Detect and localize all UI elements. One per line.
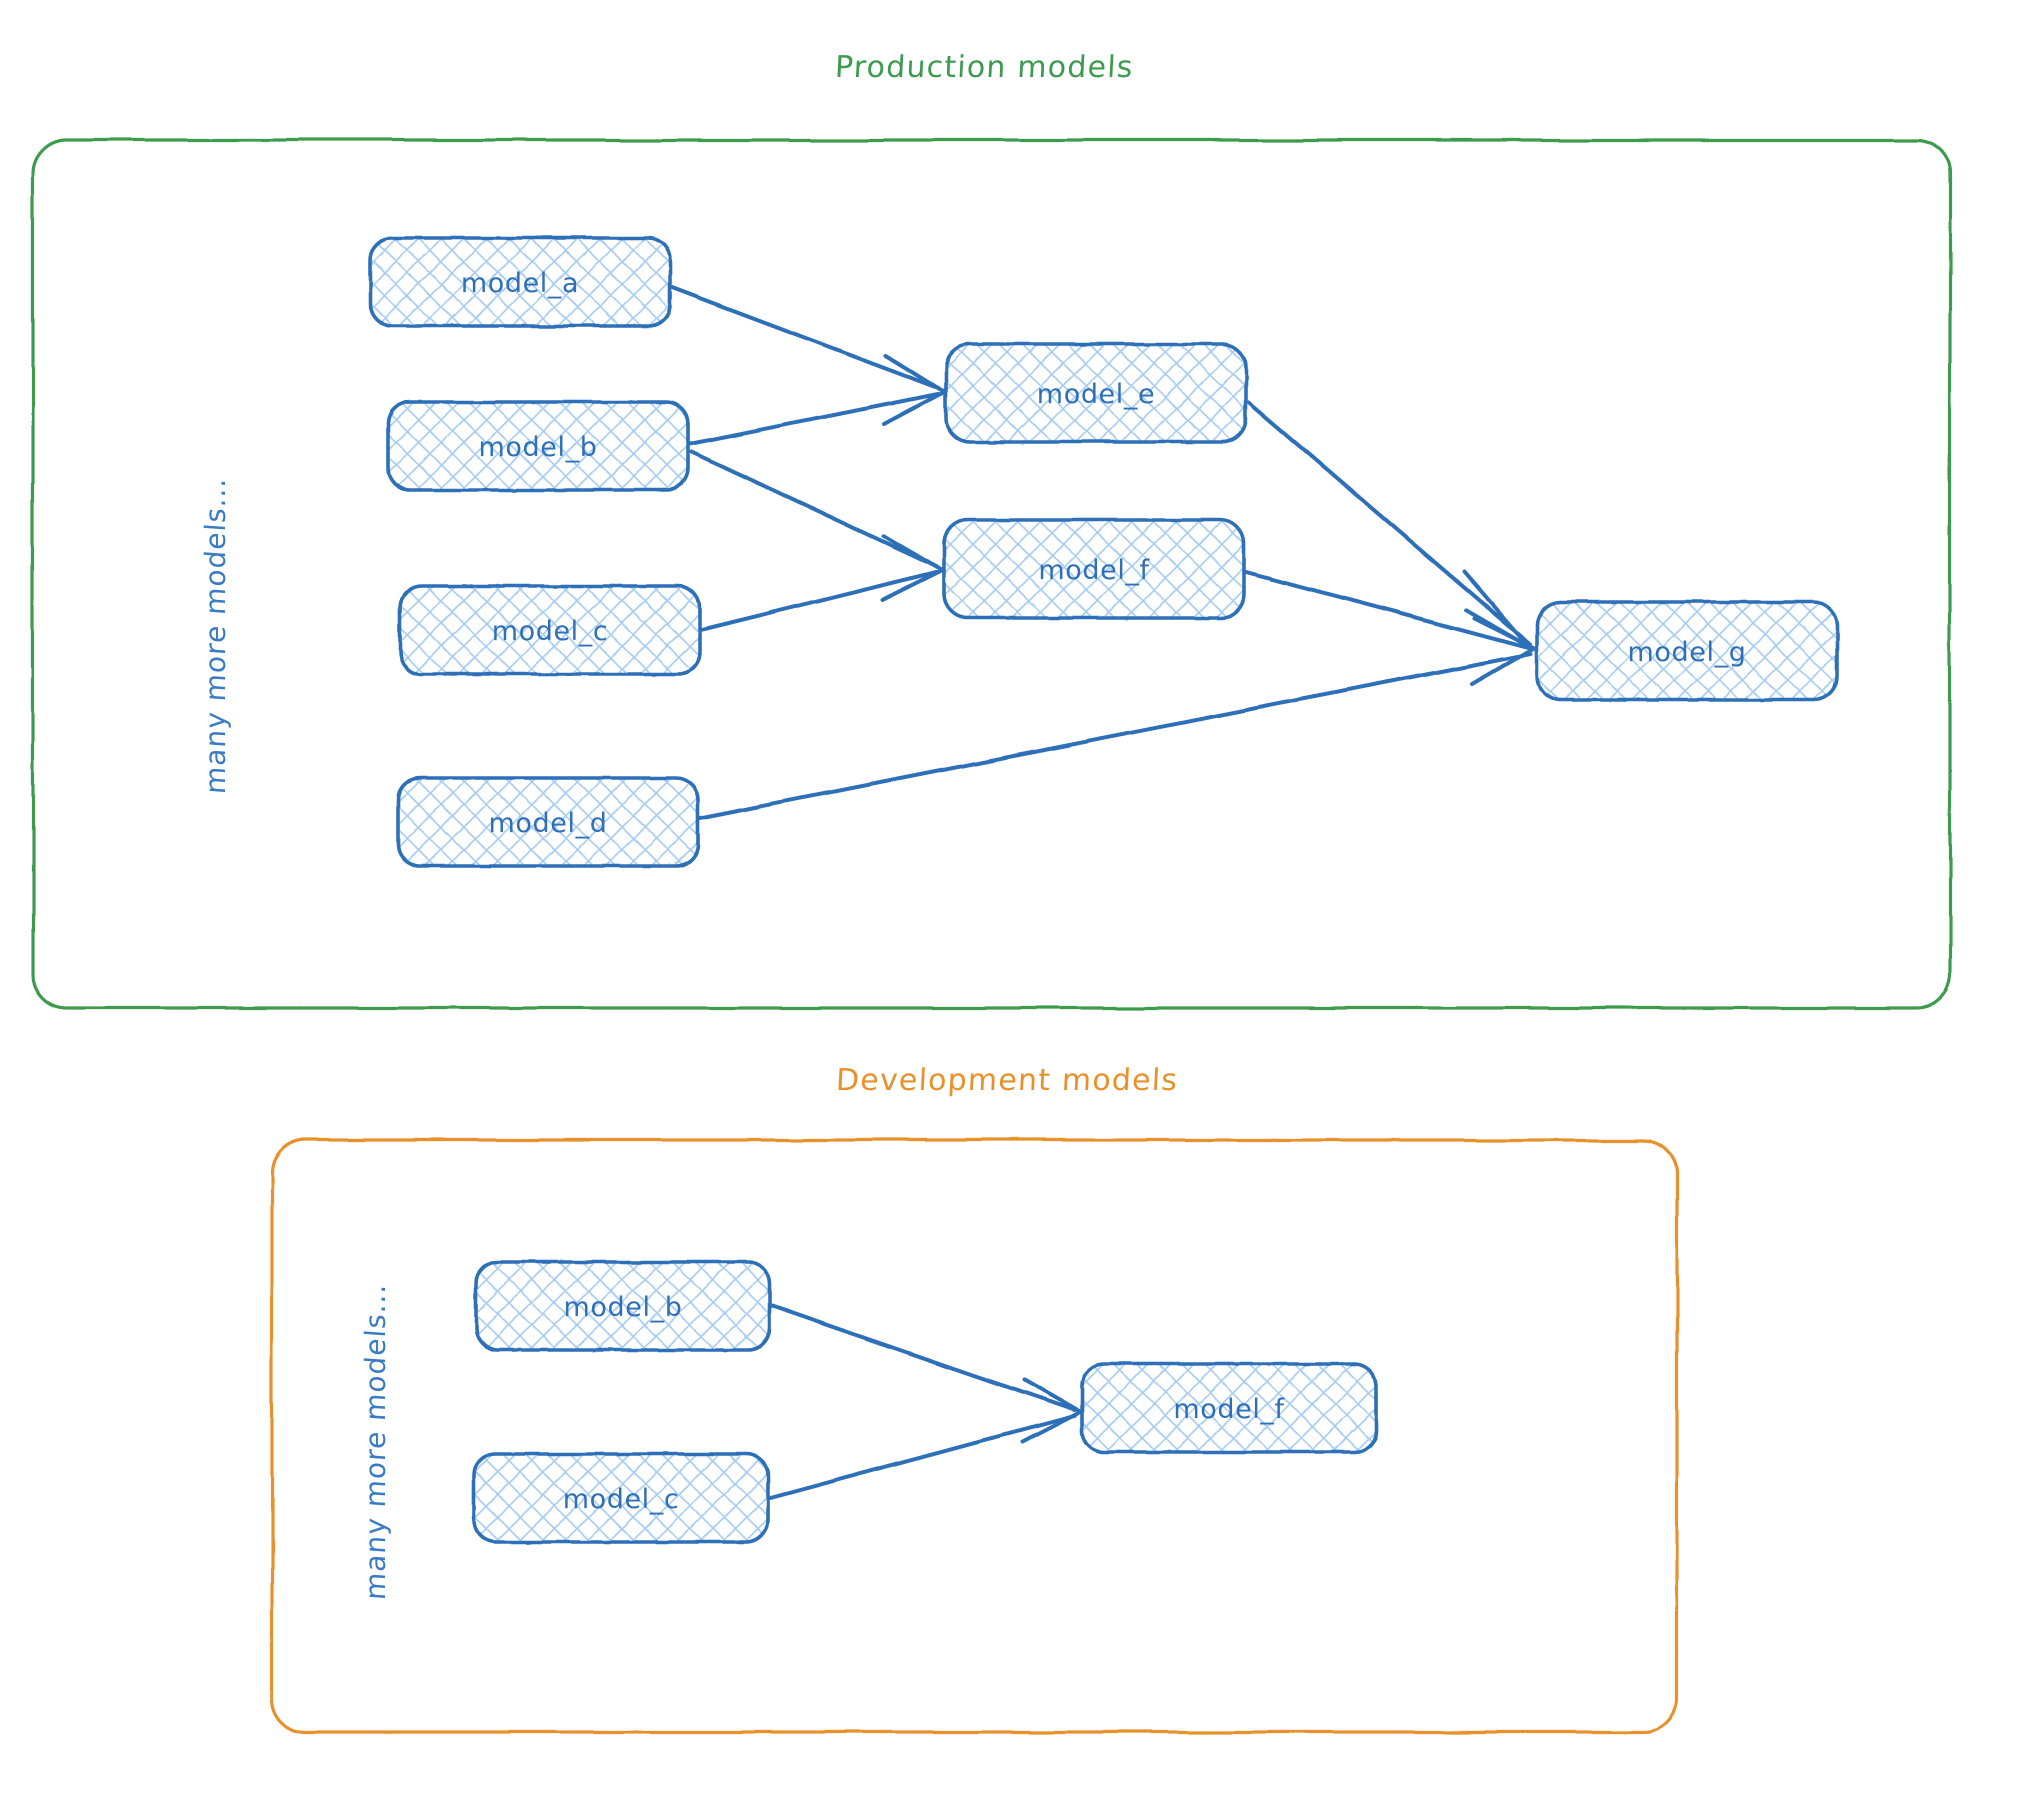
node-prod-model-f[interactable]: model_f xyxy=(942,518,1246,620)
development-edges xyxy=(768,1304,1085,1500)
arrowhead-model-e xyxy=(882,354,949,426)
node-prod-model-d-label: model_d xyxy=(489,808,608,839)
node-prod-model-b-label: model_b xyxy=(479,432,598,463)
edge-dev-model-b-to-model-f xyxy=(770,1304,1076,1412)
node-dev-model-f[interactable]: model_f xyxy=(1080,1362,1378,1454)
node-dev-model-c-label: model_c xyxy=(563,1484,680,1515)
node-prod-model-e[interactable]: model_e xyxy=(944,342,1248,444)
node-dev-model-b[interactable]: model_b xyxy=(474,1260,772,1352)
edge-model-d-to-model-g xyxy=(698,652,1532,820)
development-many-more-models-label: many more models... xyxy=(359,1282,392,1601)
edge-model-c-to-model-f xyxy=(700,570,938,632)
node-prod-model-b[interactable]: model_b xyxy=(386,400,690,492)
node-prod-model-c-label: model_c xyxy=(492,616,609,647)
node-dev-model-c[interactable]: model_c xyxy=(472,1452,770,1544)
node-dev-model-f-label: model_f xyxy=(1173,1394,1285,1425)
node-prod-model-c[interactable]: model_c xyxy=(398,584,702,676)
edge-model-b-to-model-e xyxy=(688,392,940,446)
node-prod-model-g-label: model_g xyxy=(1628,637,1747,668)
production-edges xyxy=(670,286,1539,820)
node-prod-model-e-label: model_e xyxy=(1037,379,1155,410)
node-prod-model-d[interactable]: model_d xyxy=(396,776,700,868)
edge-model-e-to-model-g xyxy=(1246,400,1532,646)
production-group-frame xyxy=(31,138,1952,1010)
node-prod-model-f-label: model_f xyxy=(1038,555,1150,586)
node-prod-model-a[interactable]: model_a xyxy=(368,236,672,328)
edge-dev-model-c-to-model-f xyxy=(768,1414,1076,1500)
edge-model-a-to-model-e xyxy=(670,286,940,390)
edge-model-b-to-model-f xyxy=(690,450,938,568)
development-group-frame xyxy=(270,1138,1679,1734)
arrowhead-model-f xyxy=(880,534,947,602)
arrowhead-model-g-main xyxy=(1470,616,1539,686)
edge-model-f-to-model-g xyxy=(1244,570,1532,650)
node-dev-model-b-label: model_b xyxy=(564,1292,683,1323)
node-prod-model-a-label: model_a xyxy=(461,268,579,299)
arrowhead-dev-model-f xyxy=(1020,1378,1085,1444)
node-prod-model-g[interactable]: model_g xyxy=(1535,600,1839,702)
